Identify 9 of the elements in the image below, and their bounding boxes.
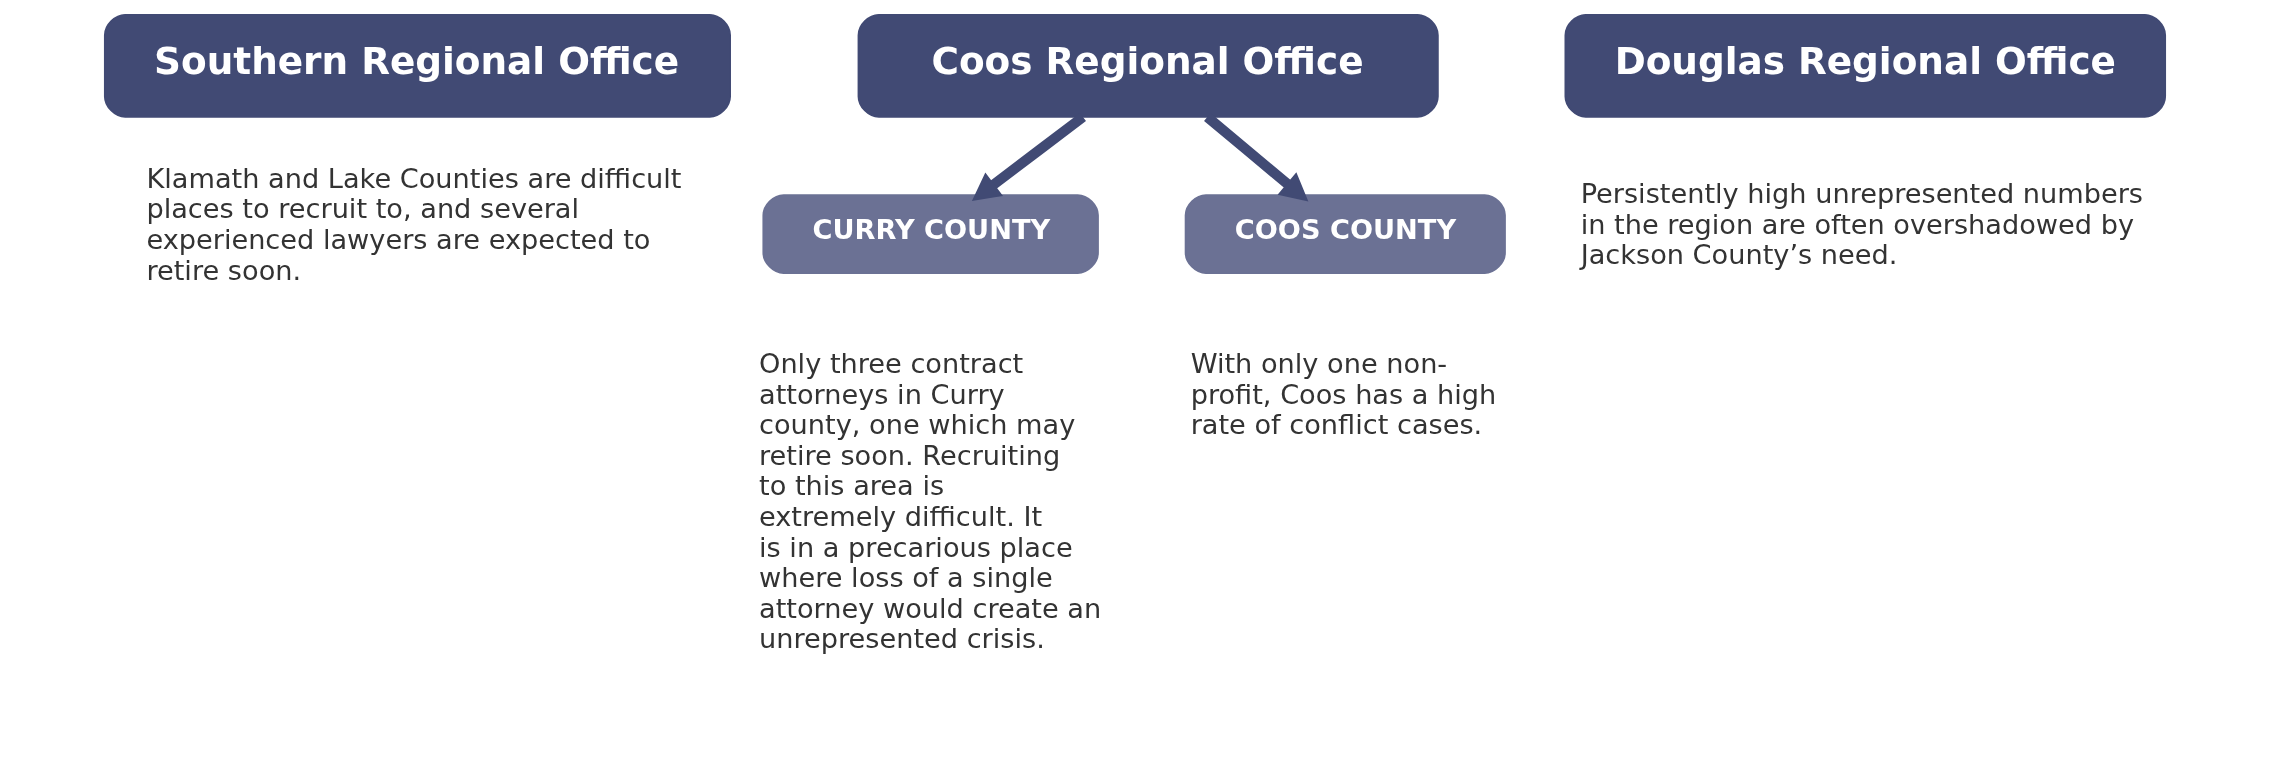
node-box: Douglas Regional Office bbox=[1564, 14, 2167, 118]
node-box: COOS COUNTY bbox=[1184, 194, 1506, 274]
node-label: With only one non-profit, Coos has a high rate of conflict cases. bbox=[1190, 348, 1497, 441]
node-box: CURRY COUNTY bbox=[762, 194, 1099, 274]
node-label: Klamath and Lake Counties are difficult places to recruit to, and several experienced lawyers are expected to retire soon. bbox=[146, 162, 682, 286]
node-box: Southern Regional Office bbox=[103, 14, 731, 118]
node-label: Only three contract attorneys in Curry county, one which may retire soon. Recruiting to this area is extremely difficult. It is in a precarious place where loss of a single attorney would create an unrepresented crisis. bbox=[759, 348, 1102, 655]
node-box: Coos Regional Office bbox=[857, 14, 1439, 118]
node-label: Persistently high unrepresented numbers in the region are often overshadowed by Jackson County’s need. bbox=[1580, 178, 2144, 271]
